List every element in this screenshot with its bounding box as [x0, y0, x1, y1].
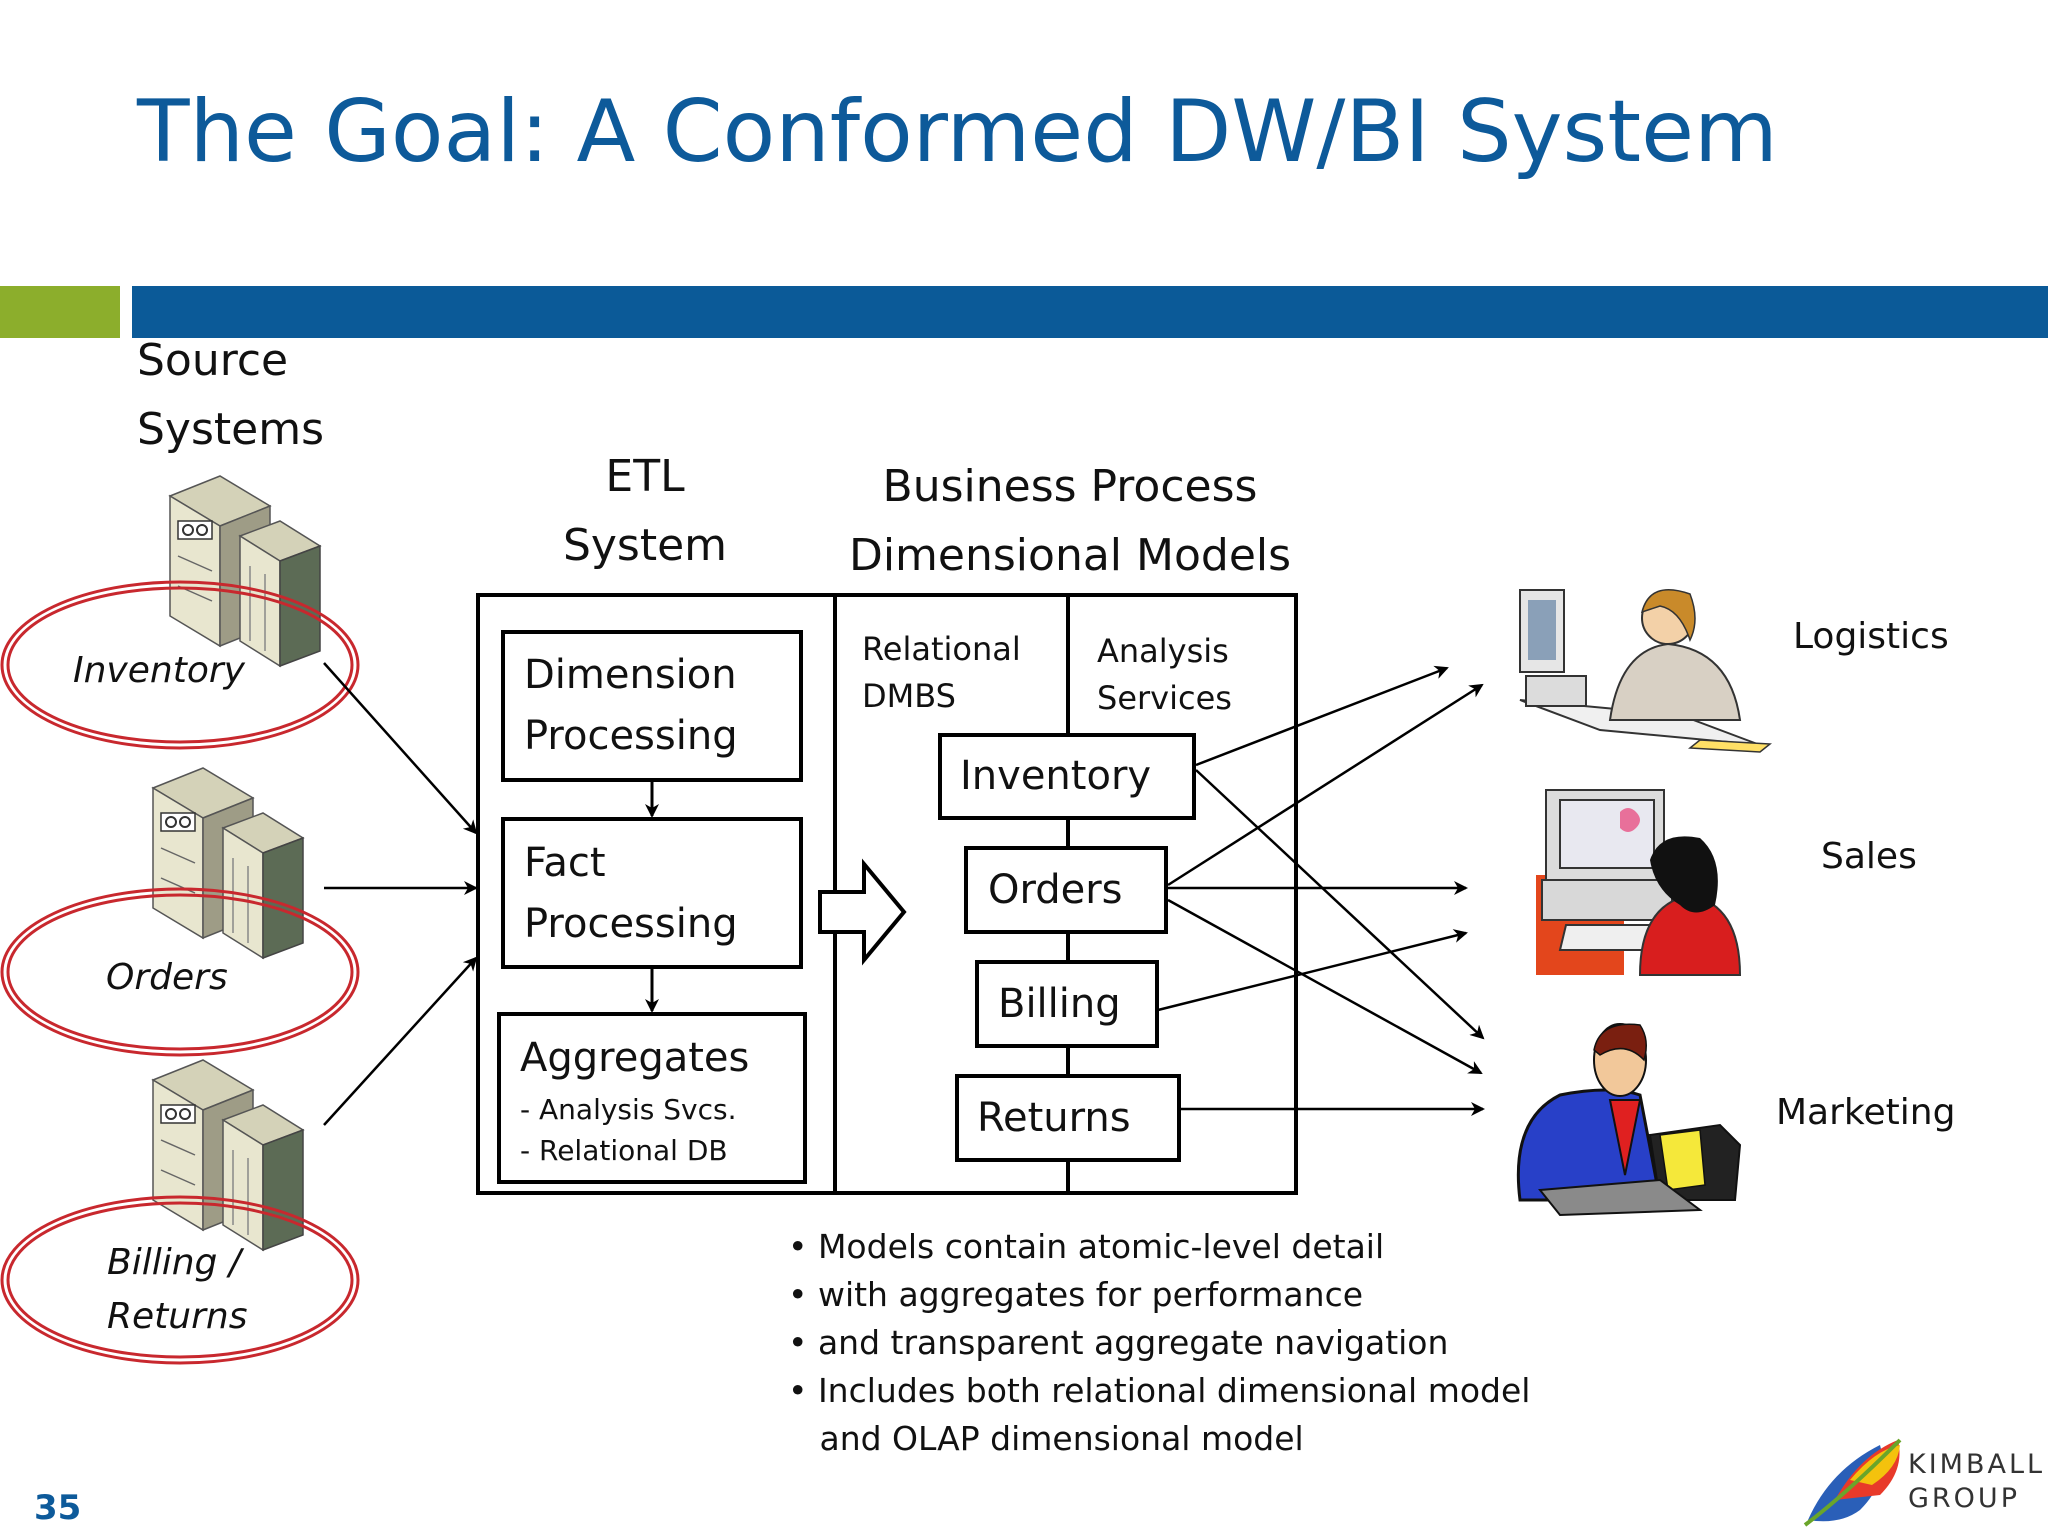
- model-box-returns: [955, 1074, 1181, 1162]
- model-label-inventory: Inventory: [960, 753, 1152, 799]
- block-arrow: [818, 858, 907, 966]
- fact-processing-label: Fact Processing: [524, 840, 738, 947]
- note-item: and OLAP dimensional model: [788, 1419, 1304, 1458]
- model-label-returns: Returns: [977, 1095, 1131, 1141]
- man-at-computer-icon-marketing: [1516, 1023, 1742, 1217]
- highlight-oval-orders: [0, 887, 360, 1057]
- woman-at-computer-icon-sales: [1536, 789, 1742, 976]
- kimball-group-logo-text: KIMBALL GROUP: [1908, 1449, 2046, 1514]
- relational-dbms-header: Relational DMBS: [862, 630, 1021, 715]
- server-icon-inventory: [169, 475, 321, 667]
- etl-system-heading: ETL System: [562, 451, 728, 571]
- model-label-orders: Orders: [988, 867, 1123, 913]
- dimension-processing-label: Dimension Processing: [524, 652, 738, 759]
- dimension-processing-box: [501, 630, 803, 782]
- server-icon-billing: [152, 1059, 304, 1251]
- user-label-logistics: Logistics: [1793, 616, 1949, 657]
- fact-processing-box: [501, 817, 803, 969]
- user-label-sales: Sales: [1821, 836, 1917, 877]
- note-item: • Models contain atomic-level detail: [788, 1227, 1385, 1266]
- model-box-orders: [964, 846, 1168, 934]
- source-systems-heading: Source Systems: [137, 335, 324, 455]
- aggregates-box: [497, 1012, 807, 1184]
- notes-list: • Models contain atomic-level detail • w…: [788, 1223, 1530, 1463]
- system-frame: [476, 593, 1298, 1195]
- note-item: • with aggregates for performance: [788, 1275, 1364, 1314]
- server-icon-orders: [152, 767, 304, 959]
- highlight-oval-inventory: [0, 580, 360, 750]
- aggregates-label: Aggregates - Analysis Svcs. - Relational…: [520, 1035, 750, 1167]
- woman-at-computer-icon-logistics: [1519, 589, 1772, 753]
- analysis-services-header: Analysis Services: [1097, 632, 1232, 717]
- accent-bar-blue: [132, 286, 2048, 338]
- highlight-oval-billing: [0, 1195, 360, 1365]
- source-label-billing-returns: Billing / Returns: [107, 1242, 248, 1337]
- model-box-billing: [975, 960, 1159, 1048]
- dimensional-models-heading: Business Process Dimensional Models: [848, 461, 1292, 581]
- source-label-orders: Orders: [106, 957, 228, 998]
- kimball-leaf-icon: [1803, 1438, 1902, 1527]
- note-item: • Includes both relational dimensional m…: [788, 1371, 1531, 1410]
- slide-title: The Goal: A Conformed DW/BI System: [137, 82, 1778, 182]
- slide-number: 35: [34, 1488, 82, 1528]
- accent-bar-green: [0, 286, 120, 338]
- user-label-marketing: Marketing: [1776, 1092, 1956, 1133]
- model-box-inventory: [938, 733, 1196, 820]
- source-label-inventory: Inventory: [73, 650, 245, 691]
- model-label-billing: Billing: [998, 981, 1121, 1027]
- note-item: • and transparent aggregate navigation: [788, 1323, 1449, 1362]
